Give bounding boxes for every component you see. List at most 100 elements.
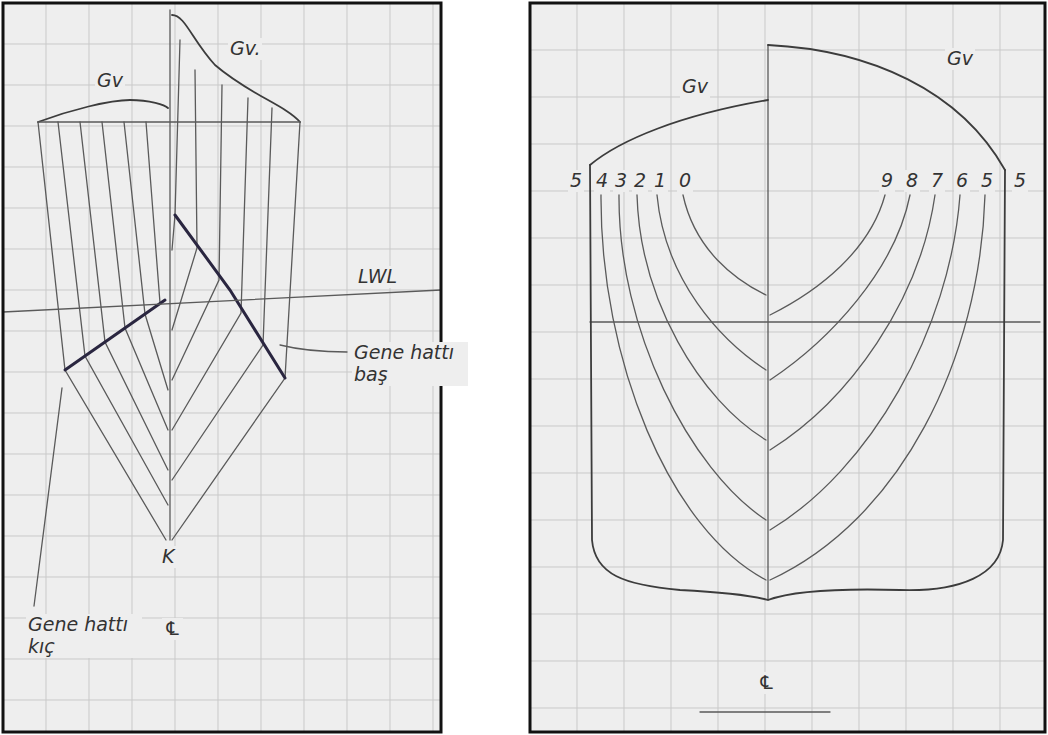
keel-label: K <box>160 546 176 568</box>
grid-line <box>1000 3 1001 732</box>
chine-line-aft <box>65 300 165 370</box>
grid-line <box>953 3 954 732</box>
grid-line <box>530 379 1045 380</box>
station-curve <box>770 195 910 380</box>
sheer-fore <box>172 15 300 122</box>
grid-line <box>906 3 907 732</box>
chine-label: Gene hattı baş <box>352 342 468 386</box>
waterline-label: LWL <box>356 266 399 288</box>
station-number: 5 <box>979 170 995 192</box>
station-number: 7 <box>929 170 945 192</box>
grid-line <box>3 249 441 250</box>
station-number: 8 <box>904 170 920 192</box>
sheer-label: Gv <box>945 48 975 70</box>
station-line <box>58 122 168 505</box>
grid-line <box>718 3 719 732</box>
sheer-label: Gv <box>95 70 125 92</box>
grid-line <box>3 454 441 455</box>
panel-frame <box>530 3 1045 732</box>
grid-line <box>812 3 813 732</box>
sheer-label: Gv. <box>228 38 262 60</box>
station-number: 4 <box>594 170 610 192</box>
station-number: 5 <box>568 170 584 192</box>
grid-line <box>261 3 262 732</box>
centerline-label: ℄ <box>756 672 777 694</box>
waterline <box>590 321 1040 322</box>
station-number: 6 <box>954 170 970 192</box>
grid-line <box>530 708 1045 709</box>
grid-line <box>3 208 441 209</box>
grid-line <box>3 331 441 332</box>
waterline <box>3 290 441 312</box>
grid-line <box>347 3 348 732</box>
grid-line <box>3 577 441 578</box>
station-curve <box>683 195 766 295</box>
grid-line <box>530 520 1045 521</box>
grid-line <box>218 3 219 732</box>
grid-line <box>3 659 441 660</box>
station-curve <box>770 195 885 315</box>
station-number: 0 <box>677 170 693 192</box>
grid-line <box>3 290 441 291</box>
grid-line <box>530 614 1045 615</box>
left-body-plan <box>3 10 441 606</box>
grid-line <box>577 3 578 732</box>
grid-line <box>530 567 1045 568</box>
station-curve <box>770 195 985 580</box>
chine-line-fore <box>175 215 285 378</box>
station-number: 2 <box>632 170 648 192</box>
grid-line <box>3 44 441 45</box>
graph-grid <box>3 3 1045 732</box>
station-curve <box>657 195 766 370</box>
hull-outline <box>590 165 1005 600</box>
station-line <box>172 85 222 380</box>
grid-line <box>304 3 305 732</box>
grid-line <box>530 97 1045 98</box>
sheer-label: Gv <box>680 76 710 98</box>
deck-line <box>38 121 300 122</box>
station-curve <box>619 195 766 520</box>
sheer-aft <box>590 100 768 165</box>
station-number: 5 <box>1012 170 1028 192</box>
grid-line <box>530 238 1045 239</box>
centerline-label: ℄ <box>162 618 183 640</box>
right-body-plan <box>590 45 1040 712</box>
sheer-aft <box>38 100 168 122</box>
station-curve <box>601 195 766 580</box>
station-number: 3 <box>613 170 629 192</box>
grid-line <box>530 426 1045 427</box>
paper-right <box>530 3 1045 732</box>
grid-line <box>3 167 441 168</box>
grid-line <box>530 332 1045 333</box>
grid-line <box>530 144 1045 145</box>
grid-line <box>765 3 766 732</box>
chine-label: Gene hattı kıç <box>26 614 142 658</box>
station-curve <box>770 195 935 450</box>
hull-side-aft <box>38 122 166 540</box>
station-curve <box>637 195 766 440</box>
station-line <box>172 108 272 480</box>
station-curve <box>770 195 960 530</box>
hull-side-fore <box>172 122 300 540</box>
grid-line <box>3 536 441 537</box>
station-line <box>124 122 168 390</box>
grid-line <box>3 495 441 496</box>
grid-line <box>530 473 1045 474</box>
grid-line <box>3 413 441 414</box>
grid-line <box>530 661 1045 662</box>
station-number: 1 <box>652 170 668 192</box>
centerline <box>169 10 170 540</box>
station-line <box>146 122 160 303</box>
leader-line <box>34 388 62 606</box>
grid-line <box>3 700 441 701</box>
station-line <box>102 122 168 430</box>
grid-line <box>671 3 672 732</box>
sheer-fore <box>768 45 1005 170</box>
station-line <box>80 122 168 470</box>
centerline-mark <box>700 711 830 712</box>
station-number: 9 <box>879 170 895 192</box>
leader-line <box>280 345 347 352</box>
